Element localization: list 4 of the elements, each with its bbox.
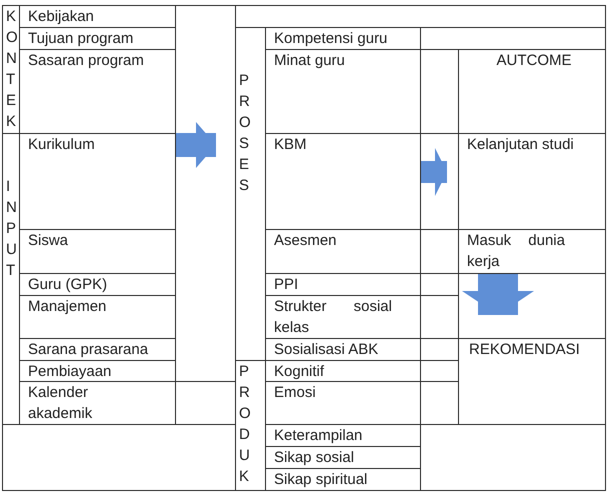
- vertical-heading-cell: KONTEK: [2, 5, 20, 134]
- block-arrow: [421, 148, 447, 196]
- block-arrow: [462, 274, 534, 315]
- block-arrow: [176, 122, 216, 168]
